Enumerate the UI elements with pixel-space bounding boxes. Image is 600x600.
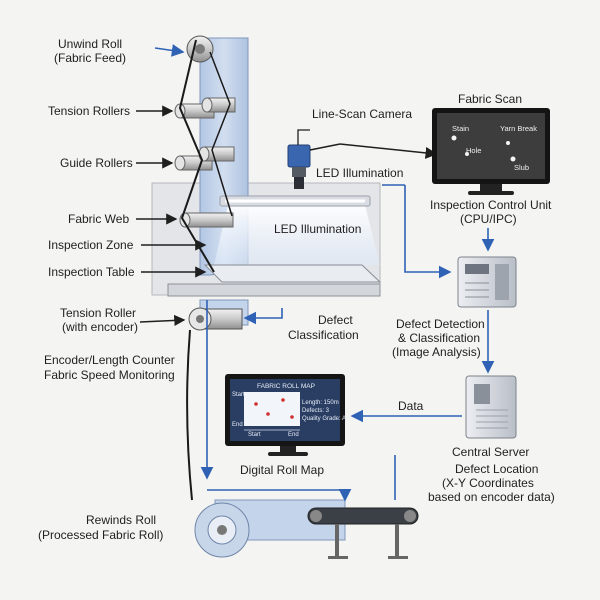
label-defect-detection: Defect Detection	[396, 317, 485, 331]
label-defect-location: Defect Location	[455, 462, 538, 476]
map-quality: Quality Grade: A	[302, 416, 346, 422]
label-tension-roller: Tension Roller	[60, 306, 136, 320]
inspection-table-top	[203, 264, 382, 283]
encoder-label-arrow	[139, 314, 186, 327]
rewind-flow-arrow	[207, 488, 352, 502]
cpu-unit	[457, 256, 517, 308]
label-encoder-data: based on encoder data)	[428, 490, 555, 504]
unwind-arrow	[154, 44, 185, 57]
label-digital-roll-map: Digital Roll Map	[240, 463, 324, 477]
label-inspection-zone: Inspection Zone	[48, 238, 134, 252]
rewind-roll	[194, 502, 250, 558]
map-start-bottom: Start	[248, 432, 261, 438]
label-processed-roll: (Processed Fabric Roll)	[38, 528, 163, 542]
label-data: Data	[398, 399, 424, 413]
label-icu: Inspection Control Unit	[430, 198, 552, 212]
map-end-bottom: End	[288, 432, 299, 438]
label-unwind-roll: Unwind Roll	[58, 37, 122, 51]
label-led-top: LED Illumination	[316, 166, 403, 180]
central-server	[465, 375, 517, 439]
label-icu-cpu: (CPU/IPC)	[460, 212, 517, 226]
label-image-analysis: (Image Analysis)	[392, 345, 481, 359]
label-central-server: Central Server	[452, 445, 529, 459]
line-scan-camera	[287, 129, 341, 189]
scan-yarn-break: Yarn Break	[500, 124, 537, 133]
map-length: Length: 150m	[302, 400, 339, 406]
label-tension-rollers: Tension Rollers	[48, 104, 130, 118]
label-and-classification: & Classification	[398, 331, 480, 345]
classification-arrow	[243, 308, 283, 325]
scan-hole: Hole	[466, 146, 481, 155]
inspection-table-plate	[167, 283, 381, 297]
label-rewinds-roll: Rewinds Roll	[86, 513, 156, 527]
scan-slub: Slub	[514, 163, 529, 172]
label-line-scan-camera: Line-Scan Camera	[312, 107, 412, 121]
label-with-encoder: (with encoder)	[62, 320, 138, 334]
label-xy-coordinates: (X-Y Coordinates	[442, 476, 534, 490]
label-defect: Defect	[318, 313, 353, 327]
map-defects: Defects: 3	[302, 408, 330, 414]
web-roller	[179, 212, 234, 228]
guide-rollers	[174, 146, 235, 171]
map-title: FABRIC ROLL MAP	[257, 383, 315, 390]
camera-to-scan-arrow	[339, 143, 438, 159]
roll-map-monitor	[225, 374, 345, 456]
web-path-line	[178, 39, 215, 273]
label-fabric-scan: Fabric Scan	[458, 92, 522, 106]
label-fabric-web: Fabric Web	[68, 212, 129, 226]
label-led-panel: LED Illumination	[274, 222, 361, 236]
map-start-left: Start	[232, 392, 245, 398]
label-classification: Classification	[288, 328, 359, 342]
fabric-scan-monitor	[432, 108, 550, 195]
web-path-line-2	[209, 51, 233, 217]
map-end-left: End	[232, 422, 243, 428]
label-fabric-feed: (Fabric Feed)	[54, 51, 126, 65]
led-to-cpu-arrow	[404, 185, 452, 279]
label-speed-monitoring: Fabric Speed Monitoring	[44, 368, 175, 382]
scan-stain: Stain	[452, 124, 469, 133]
unwind-roll	[186, 35, 214, 63]
encoder-tension-roller	[188, 307, 243, 331]
label-inspection-table: Inspection Table	[48, 265, 135, 279]
label-guide-rollers: Guide Rollers	[60, 156, 133, 170]
label-encoder-counter: Encoder/Length Counter	[44, 353, 175, 367]
web-return-line	[186, 329, 193, 501]
led-light-beam	[214, 205, 380, 265]
conveyor	[307, 507, 419, 559]
